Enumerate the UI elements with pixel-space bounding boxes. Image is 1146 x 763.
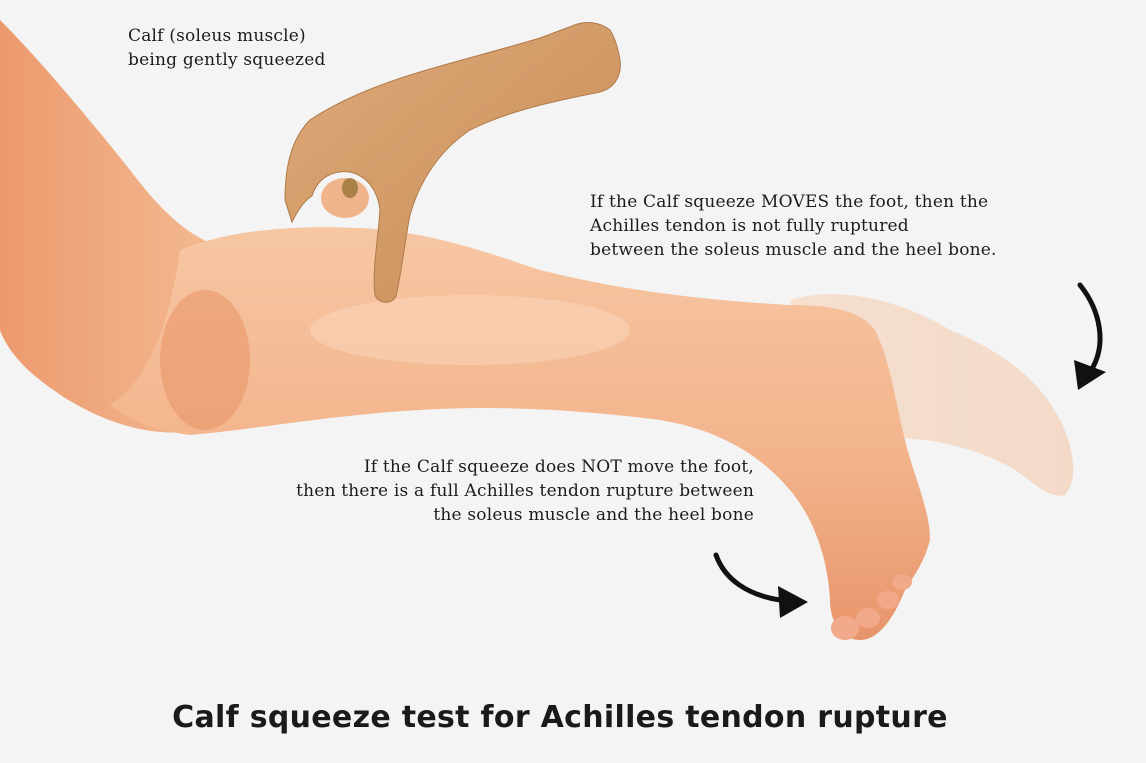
bulge-shadow [342, 178, 358, 198]
calf-highlight [310, 295, 630, 365]
arrow-foot-not-moves-icon [716, 555, 808, 618]
calf-label-line-1: Calf (soleus muscle) [128, 24, 326, 48]
foot-moves-note: If the Calf squeeze MOVES the foot, then… [590, 190, 997, 262]
calf-squeeze-label: Calf (soleus muscle) being gently squeez… [128, 24, 326, 72]
not-move-note-line-2: then there is a full Achilles tendon rup… [150, 479, 754, 503]
knee-shadow [160, 290, 250, 430]
arrow-foot-moves-icon [1074, 285, 1106, 390]
moves-note-line-1: If the Calf squeeze MOVES the foot, then… [590, 190, 997, 214]
lower-leg [110, 227, 930, 640]
moves-note-line-2: Achilles tendon is not fully ruptured [590, 214, 997, 238]
not-move-note-line-3: the soleus muscle and the heel bone [150, 503, 754, 527]
calf-label-line-2: being gently squeezed [128, 48, 326, 72]
moves-note-line-3: between the soleus muscle and the heel b… [590, 238, 997, 262]
not-move-note-line-1: If the Calf squeeze does NOT move the fo… [150, 455, 754, 479]
foot-not-moves-note: If the Calf squeeze does NOT move the fo… [150, 455, 754, 527]
diagram-title: Calf squeeze test for Achilles tendon ru… [0, 700, 1120, 735]
